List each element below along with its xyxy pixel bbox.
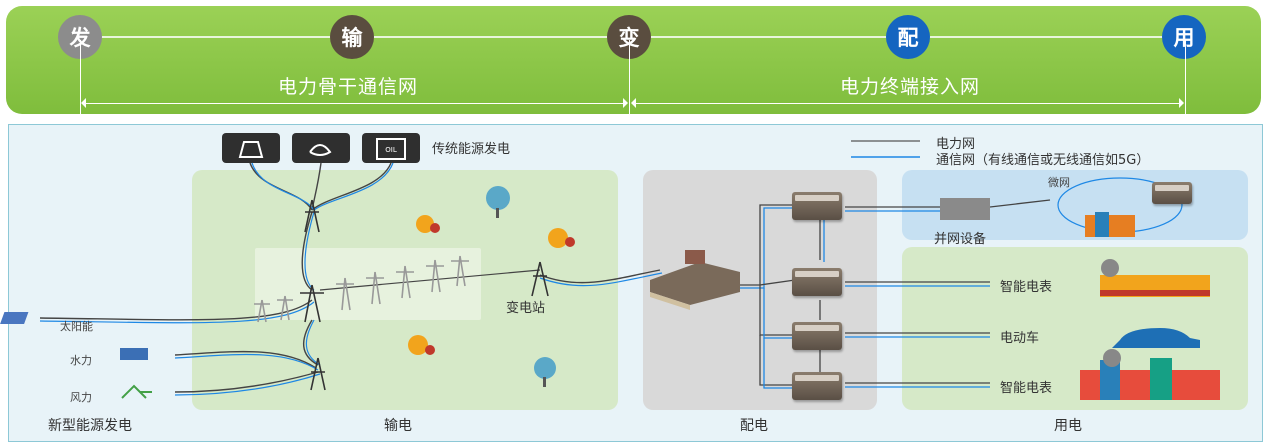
access-dimension-arrow	[631, 98, 1184, 108]
microgrid-label: 微网	[1048, 176, 1070, 189]
access-network-label: 电力终端接入网	[840, 76, 981, 98]
distribution-terminal	[792, 372, 842, 400]
stage-transformation-label: 变	[618, 26, 640, 50]
cooling-tower-icon	[238, 141, 264, 158]
dim-tick-left	[80, 40, 81, 118]
new-energy-icons	[0, 312, 152, 399]
transmission-highlight	[255, 248, 481, 320]
solar-label: 太阳能	[60, 320, 93, 333]
stage-consumption-label: 用	[1173, 26, 1195, 50]
smart-meter-label-1: 智能电表	[1000, 280, 1053, 295]
oil-barrel-icon	[376, 138, 406, 160]
tower-icon	[304, 199, 320, 233]
traditional-plants: OIL	[222, 133, 420, 163]
substation-label: 变电站	[506, 301, 546, 316]
substation-building-icon	[650, 250, 740, 310]
decor-trees	[408, 186, 575, 387]
power-plant-icon	[292, 133, 350, 163]
microgrid-buildings-icon	[1085, 215, 1135, 237]
electric-car-icon	[1112, 328, 1200, 348]
stage-consumption: 用	[1162, 15, 1206, 59]
section-distribution: 配电	[740, 418, 768, 434]
stage-transmission-label: 输	[341, 26, 363, 50]
tower-icon	[531, 261, 549, 297]
hydro-label: 水力	[70, 354, 92, 367]
oil-text: OIL	[385, 146, 397, 154]
microgrid-terminal	[1152, 182, 1192, 204]
power-plant-icon	[222, 133, 280, 163]
smart-meter-label-2: 智能电表	[1000, 381, 1053, 396]
ev-label: 电动车	[1000, 331, 1040, 346]
distribution-terminal	[792, 192, 842, 220]
transmission-towers	[254, 199, 549, 391]
hydro-dam-icon	[120, 348, 148, 360]
tower-icon	[310, 357, 326, 391]
section-consumption: 用电	[1054, 418, 1082, 434]
solar-panel-icon	[0, 312, 29, 324]
tower-icon	[300, 284, 324, 323]
distribution-terminal	[792, 268, 842, 296]
legend-comm-label: 通信网（有线通信或无线通信如5G）	[936, 153, 1150, 168]
traditional-gen-label: 传统能源发电	[432, 142, 511, 157]
dim-tick-mid	[629, 40, 630, 118]
backbone-dimension-arrow	[81, 98, 628, 108]
wind-turbine-icon	[121, 384, 152, 399]
distribution-terminal	[792, 322, 842, 350]
stage-transmission: 输	[330, 15, 374, 59]
backbone-network-label: 电力骨干通信网	[278, 76, 419, 98]
stage-generation-label: 发	[69, 26, 91, 50]
grid-equipment-label: 并网设备	[934, 232, 987, 247]
wind-label: 风力	[70, 391, 92, 404]
dim-tick-right	[1185, 40, 1186, 118]
gas-flame-icon	[309, 144, 332, 156]
section-transmission: 输电	[384, 418, 412, 434]
legend-power-label: 电力网	[936, 137, 976, 152]
stage-distribution: 配	[886, 15, 930, 59]
stage-distribution-label: 配	[897, 26, 919, 50]
consumer-icons	[1080, 212, 1220, 400]
grid-equipment-icon	[940, 198, 990, 220]
section-new-gen: 新型能源发电	[48, 418, 132, 434]
